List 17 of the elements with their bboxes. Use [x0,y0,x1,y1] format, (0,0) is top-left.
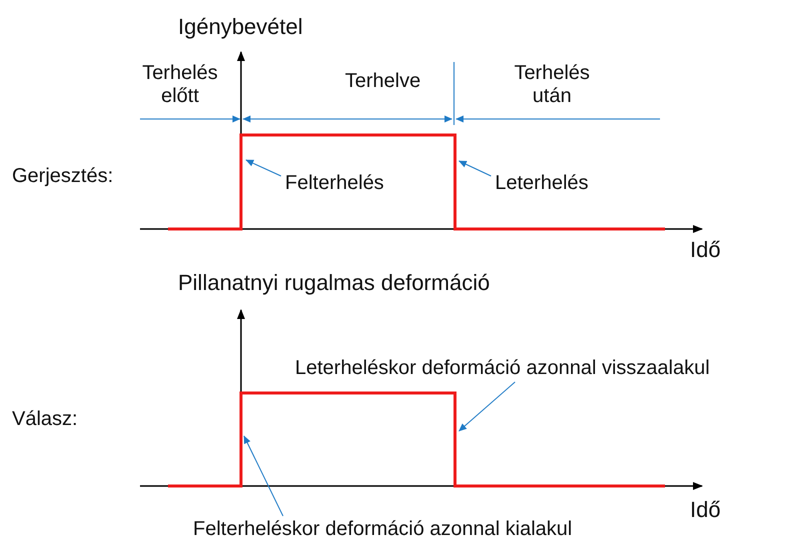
annotation-text: Felterheléskor deformáció azonnal kialakul [193,518,572,541]
row-label: Gerjesztés: [12,165,114,188]
annotation-text: Felterhelés [285,172,384,195]
leader-line [458,382,516,432]
phase-label: Terhelve [345,70,421,93]
axis-title: Igénybevétel [178,14,303,40]
phase-label: Terhelés előtt [141,62,219,108]
annotation-text: Leterheléskor deformáció azonnal visszaalakul [295,357,710,380]
axis-title: Pillanatnyi rugalmas deformáció [178,270,490,296]
axis-label: Idő [690,497,721,522]
leader-line [458,160,492,176]
annotation-text: Leterhelés [495,172,588,195]
phase-label: Terhelés után [513,62,591,108]
leader-line [246,160,282,176]
row-label: Válasz: [12,408,78,431]
axis-label: Idő [690,237,721,262]
leader-line [244,436,284,516]
